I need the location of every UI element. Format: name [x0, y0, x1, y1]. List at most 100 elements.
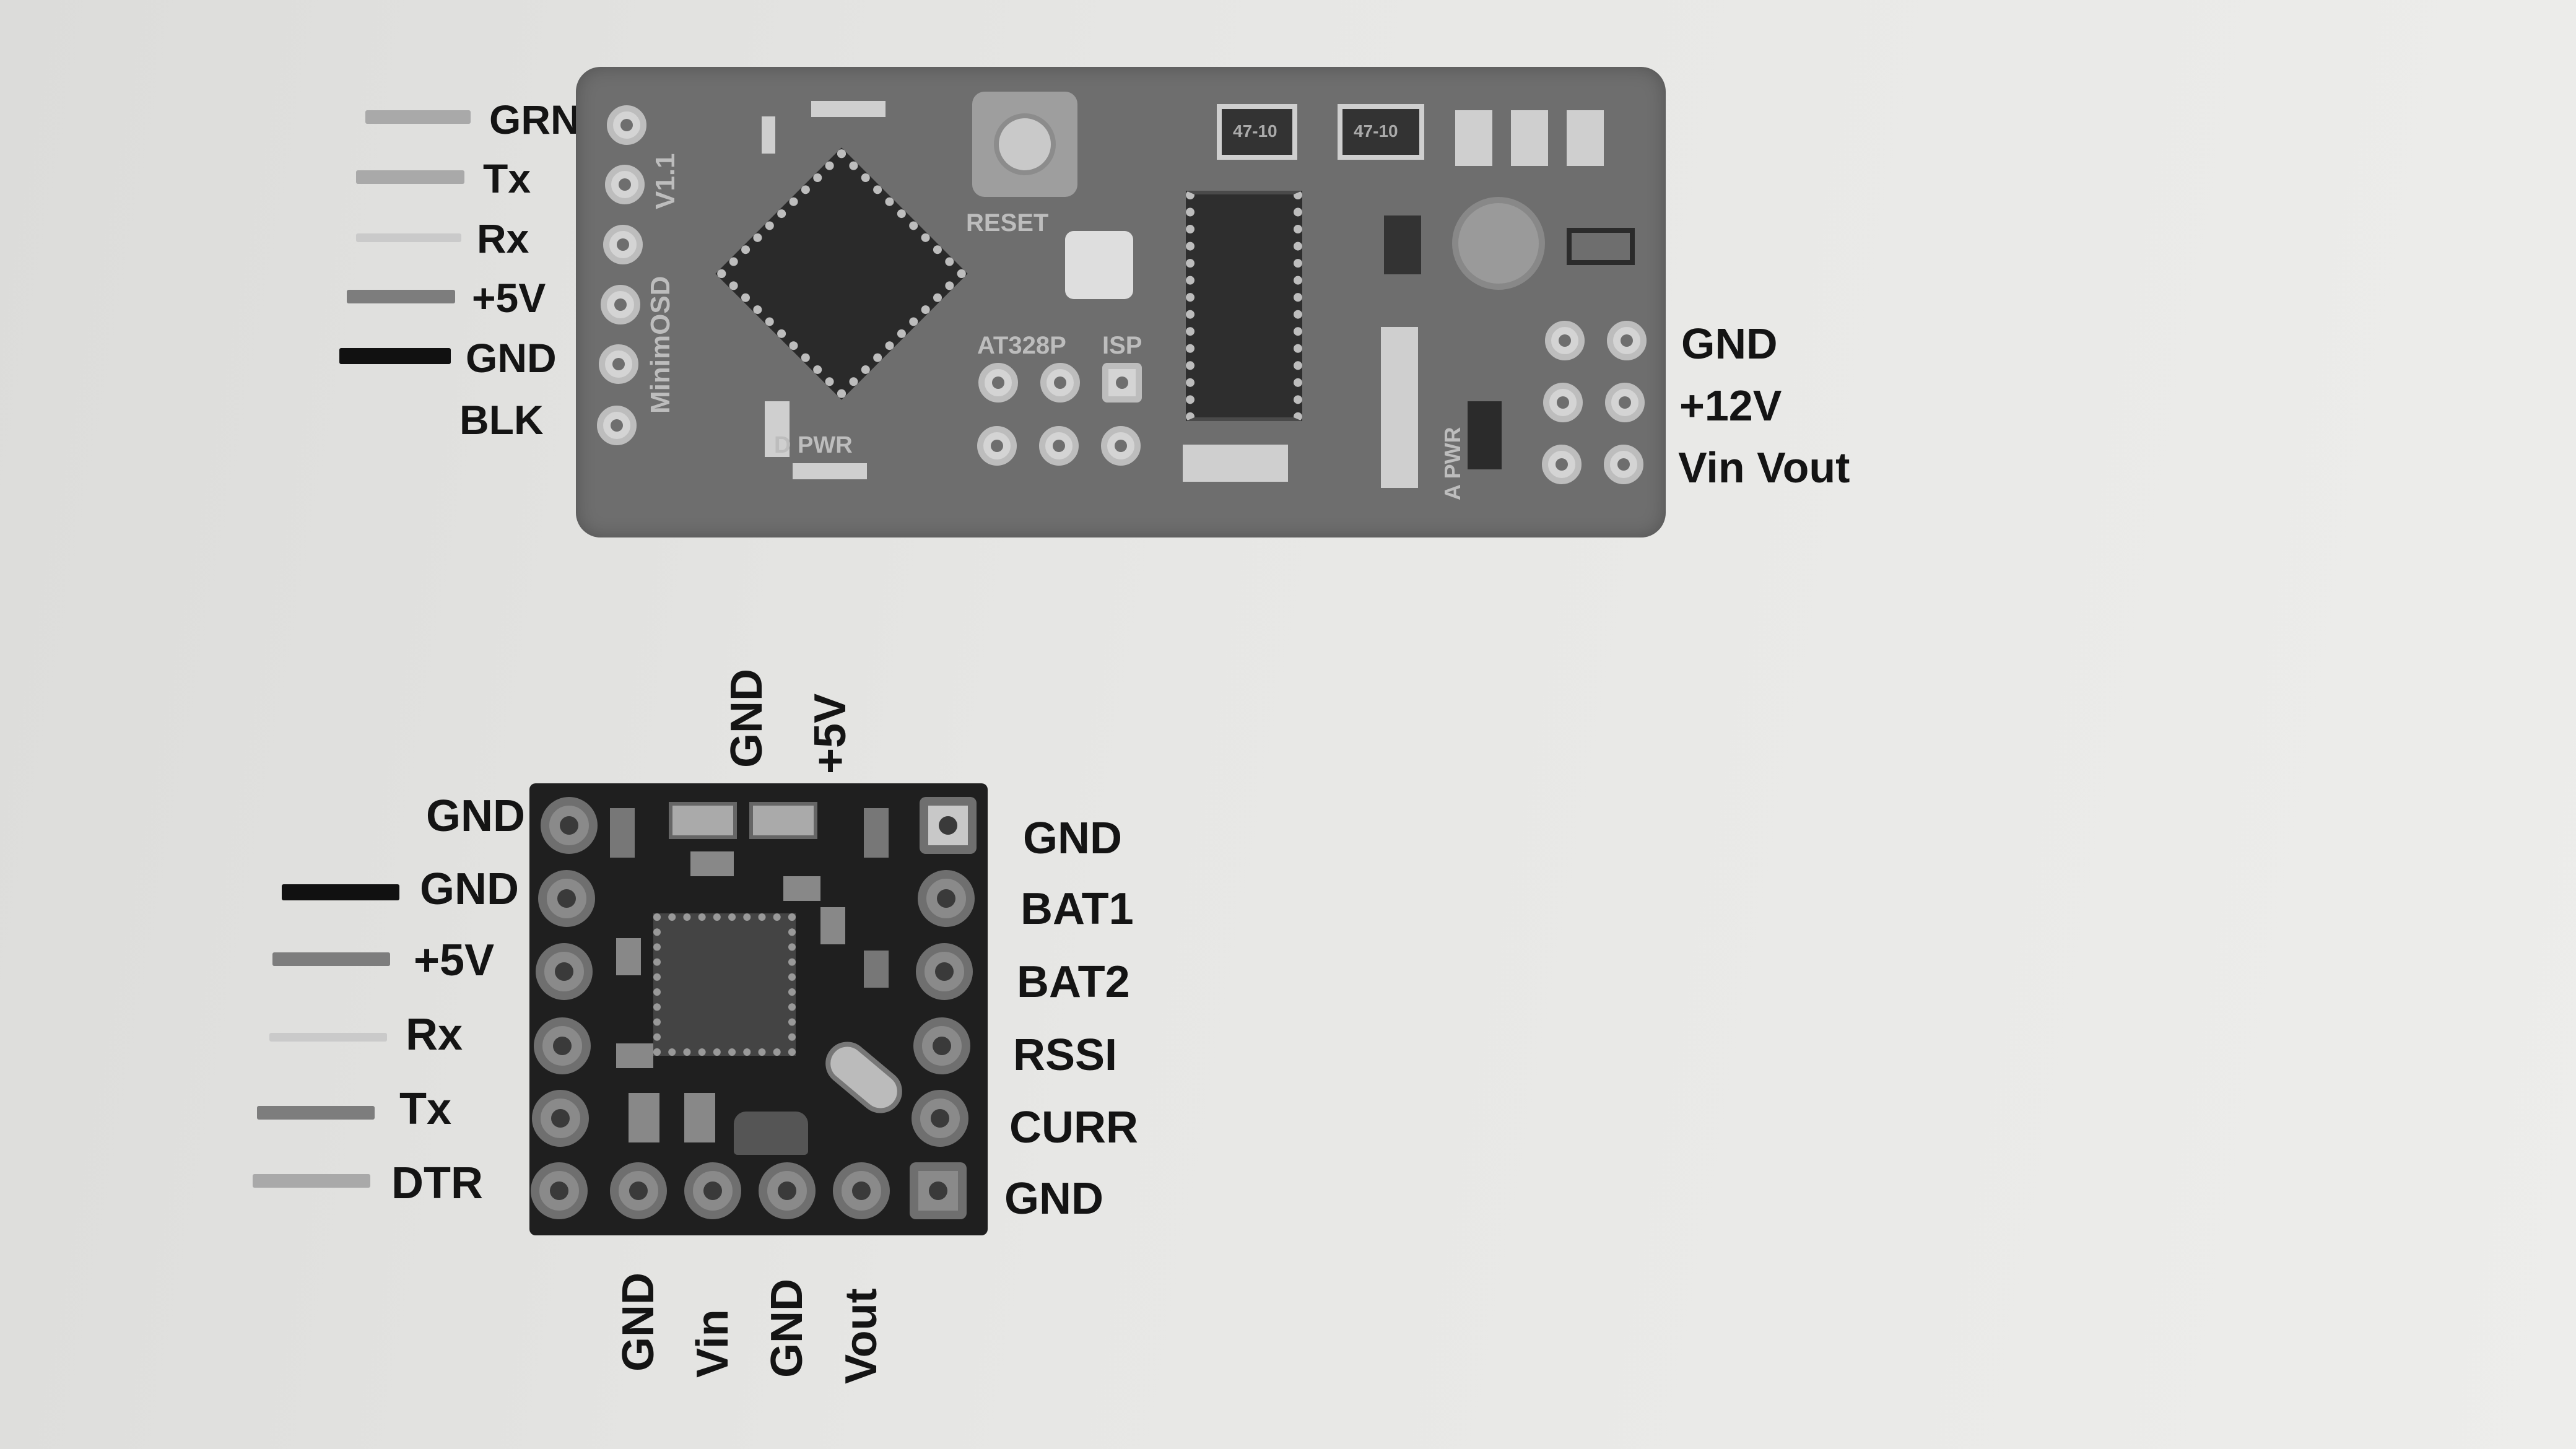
reset-button-cap: [994, 113, 1056, 175]
pad: [912, 1090, 968, 1147]
pad: [916, 943, 973, 1000]
board2-right-pin-label: BAT1: [1020, 884, 1134, 934]
isp-pad: [978, 363, 1018, 402]
wire-gnd: [339, 348, 451, 364]
board2-left-pin-label: +5V: [414, 936, 495, 985]
smd-component: [629, 1093, 659, 1142]
smd-component: [1567, 228, 1635, 265]
pad: [833, 1162, 890, 1219]
smd-component: [610, 808, 635, 858]
isp-silkscreen: ISP: [1102, 332, 1142, 359]
pad: [918, 870, 975, 927]
board-name-silkscreen: MinimOSD: [645, 276, 676, 414]
pad: [610, 1162, 667, 1219]
smd-component: [684, 1093, 715, 1142]
pad: [913, 1017, 970, 1074]
wire-dtr: [253, 1174, 370, 1188]
pad: [920, 797, 977, 854]
board2-right-pin-label: BAT2: [1017, 957, 1130, 1007]
board1-left-pin-label: +5V: [472, 275, 546, 321]
mcu-chip: [715, 147, 968, 400]
board2-left-pin-label: GND: [420, 864, 519, 914]
board2-right-pin-label: GND: [1023, 814, 1122, 863]
micro-minimosd-board: [529, 783, 988, 1235]
board2-left-pin-label: DTR: [391, 1159, 483, 1208]
board2-bottom-pin-label: GND: [614, 1273, 663, 1372]
pad: [534, 1017, 591, 1074]
board-version-silkscreen: V1.1: [650, 153, 681, 209]
smd-component: [783, 876, 820, 901]
pad: [1543, 383, 1583, 422]
board2-top-pin-label: GND: [722, 669, 772, 768]
reset-button: [972, 92, 1077, 197]
crystal: [1452, 197, 1545, 290]
pad: [759, 1162, 816, 1219]
smd-component: [616, 938, 641, 975]
board1-right-pin-label: +12V: [1679, 381, 1782, 430]
pad: [597, 406, 637, 445]
minimosd-board: V1.1 MinimOSD RESET AT328P ISP: [576, 67, 1666, 537]
smd-dark: [1384, 215, 1421, 274]
isp-pad: [1102, 363, 1142, 402]
board2-right-pin-label: RSSI: [1013, 1030, 1118, 1080]
board1-left-pin-label: GRN: [489, 97, 580, 142]
board1-left-pin-label: GND: [466, 335, 557, 381]
board2-bottom-pin-label: GND: [762, 1279, 812, 1378]
board2-right-pin-label: GND: [1004, 1174, 1103, 1224]
board1-left-pin-label: Rx: [477, 215, 529, 261]
smd-dark: [1468, 401, 1502, 469]
isp-pad: [1101, 426, 1141, 466]
board2-left-pin-label: Tx: [399, 1084, 452, 1134]
smd-square: [1065, 231, 1133, 299]
a-pwr-silkscreen: A PWR: [1440, 427, 1465, 500]
pad: [1607, 321, 1647, 360]
smd-component: [820, 907, 845, 944]
board1-left-pin-label: BLK: [459, 397, 544, 443]
board1-left-pin-label: Tx: [483, 155, 531, 201]
regulator-silkscreen: 47-10: [1233, 121, 1277, 141]
wire-rx: [269, 1033, 387, 1042]
pad: [1605, 383, 1645, 422]
smd-component: [749, 802, 817, 839]
isp-pad: [1040, 363, 1080, 402]
video-chip: [1186, 191, 1302, 421]
pad: [599, 344, 638, 384]
smd-component: [864, 808, 889, 858]
smd-component: [864, 951, 889, 988]
smd-component: [616, 1043, 653, 1068]
pad: [1604, 445, 1643, 484]
pad: [538, 870, 595, 927]
pad: [910, 1162, 967, 1219]
smd-component: [765, 401, 790, 457]
smd-component: [762, 116, 775, 154]
board1-right-pin-label: Vin Vout: [1678, 443, 1850, 492]
pad: [1542, 445, 1582, 484]
wire-5v: [272, 952, 390, 966]
regulator: 47-10: [1338, 104, 1424, 160]
smd-component: [793, 463, 867, 479]
pad: [1545, 321, 1585, 360]
wire-gnd: [282, 884, 399, 900]
d-pwr-silkscreen: D PWR: [774, 432, 853, 458]
board2-right-pin-label: CURR: [1009, 1103, 1138, 1152]
pad: [607, 105, 646, 145]
regulator-silkscreen: 47-10: [1354, 121, 1398, 141]
board2-top-pin-label: +5V: [806, 693, 855, 774]
wire-rx: [356, 233, 461, 242]
smd-component: [1381, 327, 1418, 488]
wire-grn: [365, 110, 471, 124]
pad: [684, 1162, 741, 1219]
board2-bottom-pin-label: Vout: [837, 1288, 886, 1384]
board2-bottom-pin-label: Vin: [688, 1309, 738, 1378]
smd-component: [1455, 110, 1492, 166]
board2-left-pin-label: GND: [426, 791, 525, 841]
board2-left-pin-label: Rx: [406, 1010, 463, 1060]
mcu-silkscreen: AT328P: [977, 332, 1066, 359]
smd-component: [1511, 110, 1548, 166]
pad: [605, 165, 645, 204]
regulator: 47-10: [1217, 104, 1297, 160]
pad: [531, 1162, 588, 1219]
wire-tx: [257, 1106, 375, 1120]
wire-tx: [356, 170, 464, 184]
